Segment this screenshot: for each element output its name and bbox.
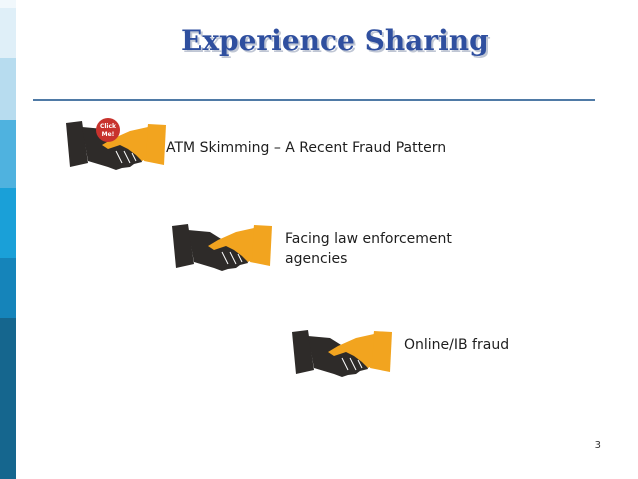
side-accent-bar <box>0 0 16 479</box>
item-label-line: Facing law enforcement <box>285 231 452 247</box>
handshake-icon[interactable] <box>290 324 394 386</box>
title-divider <box>33 99 595 101</box>
item-label-law-enforcement[interactable]: Facing law enforcement agencies <box>285 229 452 269</box>
click-me-badge-line1: Click <box>100 123 117 130</box>
page-number: 3 <box>594 440 601 451</box>
item-label-online-fraud[interactable]: Online/IB fraud <box>404 337 510 353</box>
item-label-atm-skimming[interactable]: ATM Skimming – A Recent Fraud Pattern <box>166 140 447 156</box>
handshake-icon[interactable]: Click Me! <box>64 115 168 179</box>
slide-title: Experience Sharing <box>181 24 489 57</box>
handshake-icon[interactable] <box>170 218 274 280</box>
click-me-badge-line2: Me! <box>102 131 115 138</box>
item-label-line: agencies <box>285 251 348 267</box>
click-me-badge <box>96 118 120 142</box>
